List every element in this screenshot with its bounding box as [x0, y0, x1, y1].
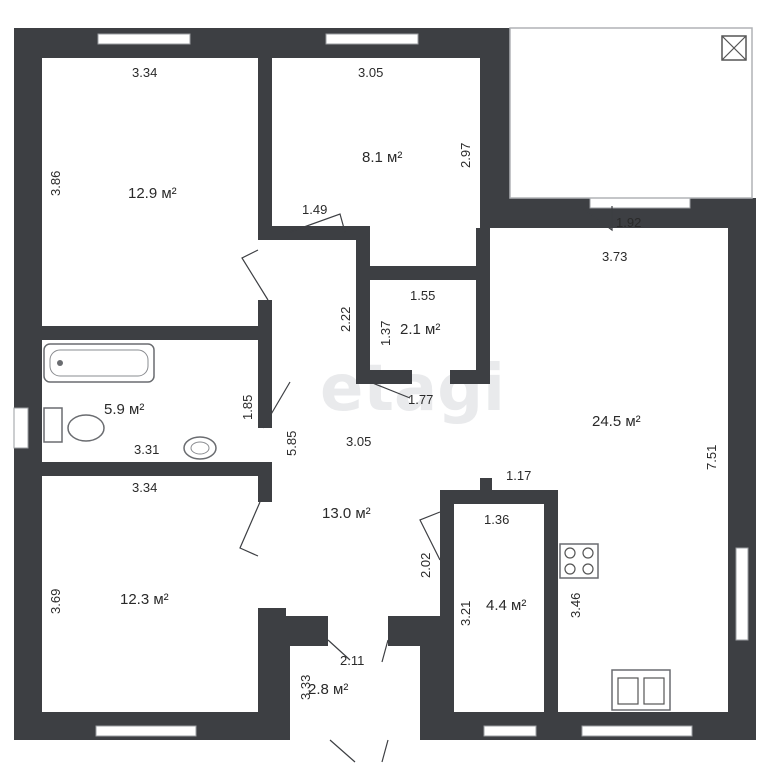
- dim-label: 3.05: [346, 434, 371, 449]
- sink-icon: [183, 436, 217, 460]
- dim-label: 3.46: [568, 593, 583, 618]
- ventilation-shaft-icon: [721, 35, 747, 61]
- dim-label: 2.02: [418, 553, 433, 578]
- windows: [13, 33, 749, 737]
- dim-label: 2.11: [340, 653, 364, 668]
- dim-label: 1.77: [408, 392, 433, 407]
- room-area-bathroom: 5.9 м²: [104, 401, 144, 418]
- dim-label: 1.49: [302, 202, 327, 217]
- dim-label: 3.86: [48, 171, 63, 196]
- dim-label: 2.97: [458, 143, 473, 168]
- dim-label: 1.55: [410, 288, 435, 303]
- dim-label: 3.69: [48, 589, 63, 614]
- dim-label: 3.05: [358, 65, 383, 80]
- dim-label: 3.21: [458, 601, 473, 626]
- dim-label: 2.22: [338, 307, 353, 332]
- doors: [239, 205, 613, 763]
- balcony: [509, 27, 753, 199]
- room-area-pantry: 4.4 м²: [486, 597, 526, 614]
- dim-label: 7.51: [704, 445, 719, 470]
- dim-label: 1.85: [240, 395, 255, 420]
- dim-label: 1.92: [616, 215, 641, 230]
- dim-label: 3.31: [134, 442, 159, 457]
- room-area-bedroom-n: 8.1 м²: [362, 149, 402, 166]
- room-area-closet: 2.1 м²: [400, 321, 440, 338]
- dim-label: 1.17: [506, 468, 531, 483]
- room-area-hall: 13.0 м²: [322, 505, 371, 522]
- room-area-bedroom-nw: 12.9 м²: [128, 185, 177, 202]
- kitchen-sink-icon: [611, 669, 671, 711]
- dimension-labels: 3.34 3.05 3.86 2.97 1.49 1.92 3.73 2.22 …: [48, 65, 719, 700]
- bathtub-icon: [43, 343, 155, 383]
- room-areas: 12.9 м² 8.1 м² 2.1 м² 5.9 м² 13.0 м² 12.…: [104, 149, 641, 698]
- dim-label: 3.33: [298, 675, 313, 700]
- toilet-icon: [43, 407, 105, 443]
- room-area-bedroom-sw: 12.3 м²: [120, 591, 169, 608]
- dim-label: 1.37: [378, 321, 393, 346]
- room-area-living-kitchen: 24.5 м²: [592, 413, 641, 430]
- room-area-vestibule: 2.8 м²: [308, 681, 348, 698]
- dim-label: 1.36: [484, 512, 509, 527]
- dim-label: 3.34: [132, 480, 157, 495]
- dim-label: 3.34: [132, 65, 157, 80]
- dim-label: 5.85: [284, 431, 299, 456]
- stove-icon: [559, 543, 599, 579]
- watermark-text: etagi: [320, 352, 505, 426]
- dim-label: 3.73: [602, 249, 627, 264]
